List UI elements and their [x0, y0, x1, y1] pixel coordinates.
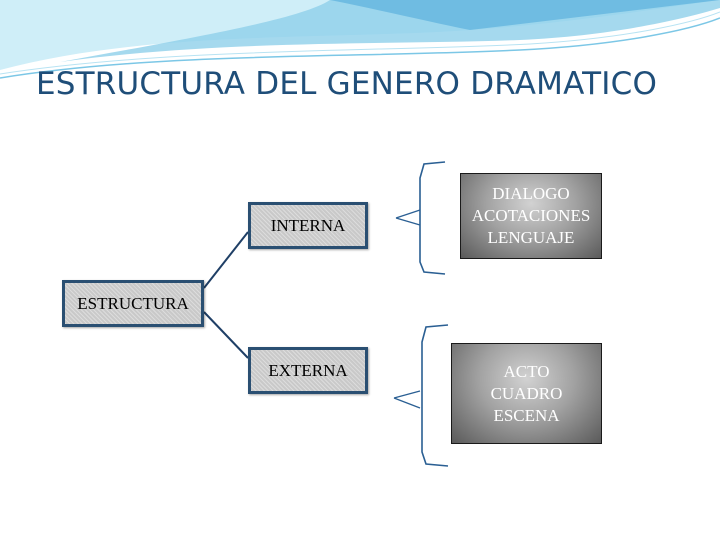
- header-wave-decoration: [0, 0, 720, 79]
- bracket-interna: [419, 161, 446, 275]
- slide-title: ESTRUCTURA DEL GENERO DRAMATICO: [36, 66, 658, 102]
- branch-box-externa: EXTERNA: [248, 347, 368, 394]
- root-label: ESTRUCTURA: [77, 293, 189, 313]
- branch-box-interna: INTERNA: [248, 202, 368, 249]
- detail-item: CUADRO: [490, 383, 563, 403]
- wave-band-dark: [330, 0, 720, 30]
- detail-box-externa: ACTO CUADRO ESCENA: [451, 343, 602, 444]
- branch-label-externa: EXTERNA: [268, 360, 348, 380]
- bracket-externa: [421, 324, 449, 467]
- connector-to-externa: [203, 311, 249, 359]
- detail-item: ACOTACIONES: [471, 206, 591, 225]
- detail-item: ACTO: [503, 361, 550, 381]
- connector-to-interna: [203, 231, 249, 289]
- arrow-interna: [395, 209, 421, 226]
- detail-box-interna: DIALOGO ACOTACIONES LENGUAJE: [460, 173, 602, 259]
- detail-item: DIALOGO: [492, 184, 570, 203]
- detail-item: LENGUAJE: [487, 228, 575, 247]
- wave-line-2: [0, 11, 720, 75]
- arrow-externa: [393, 390, 421, 409]
- root-box-estructura: ESTRUCTURA: [62, 280, 204, 327]
- detail-item: ESCENA: [493, 405, 560, 425]
- wave-line-1: [0, 17, 720, 79]
- branch-label-interna: INTERNA: [270, 215, 346, 235]
